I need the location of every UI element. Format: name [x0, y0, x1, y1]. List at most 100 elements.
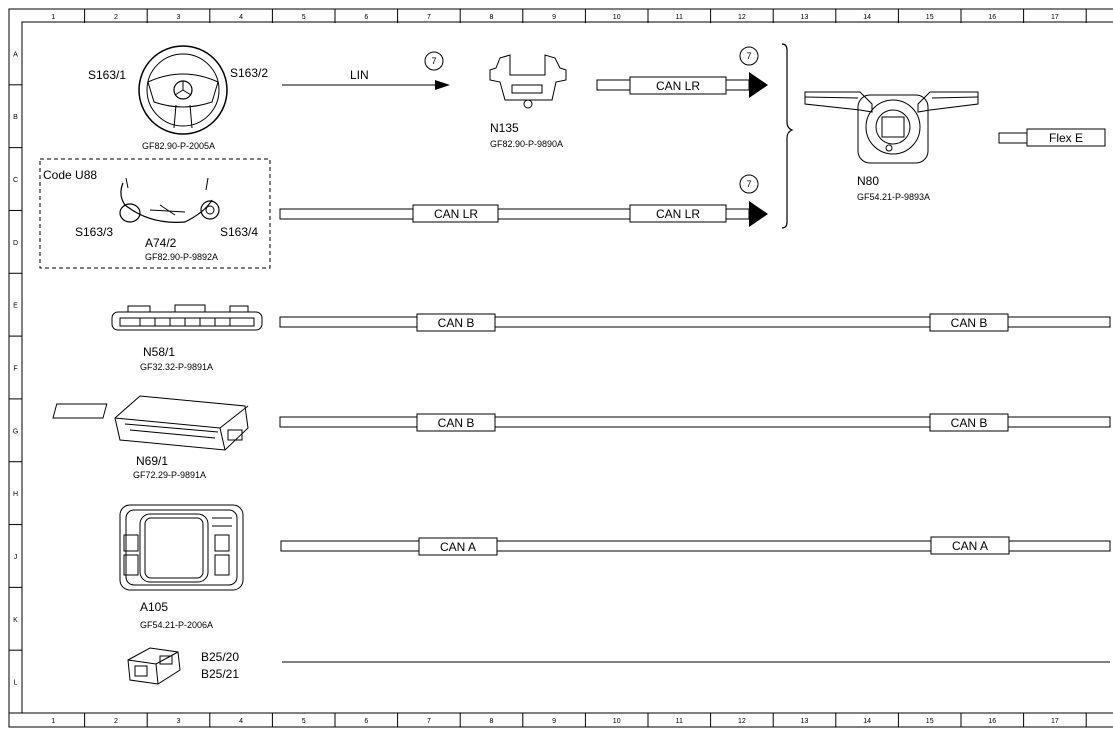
- grid-row-label: E: [13, 303, 18, 310]
- grid-column-label: 11: [676, 14, 683, 21]
- grid-column-markers: 1122334455667788991010111112121313141415…: [51, 9, 1087, 727]
- label-n69-1: N69/1: [136, 454, 168, 468]
- grid-row-label: A: [13, 51, 18, 58]
- grid-column-label: 14: [863, 718, 871, 725]
- grid-column-label: 10: [613, 14, 621, 21]
- label-can-b-2a: CAN B: [438, 416, 475, 430]
- can-lr-tag-middle-1: [412, 204, 499, 223]
- grid-row-label: L: [14, 680, 18, 687]
- ref-number-middle: 7: [746, 179, 751, 189]
- grid-column-label: 12: [738, 14, 746, 21]
- doc-n69-1: GF72.29-P-9891A: [133, 470, 206, 480]
- grid-column-label: 2: [114, 718, 118, 725]
- grid-column-label: 13: [801, 718, 809, 725]
- grid-column-label: 5: [302, 14, 306, 21]
- grid-column-label: 13: [801, 14, 809, 21]
- grid-column-label: 14: [863, 14, 871, 21]
- grid-row-label: J: [14, 554, 18, 561]
- grid-column-label: 8: [490, 14, 494, 21]
- grid-column-label: 3: [177, 718, 181, 725]
- frame-outer: [8, 8, 1113, 728]
- ref-circle-middle: [739, 174, 759, 194]
- grid-column-label: 9: [552, 718, 556, 725]
- grid-row-label: B: [13, 114, 18, 121]
- label-can-a-1: CAN A: [440, 540, 476, 554]
- grid-column-label: 9: [552, 14, 556, 21]
- label-can-lr-middle-1: CAN LR: [434, 207, 478, 221]
- grid-row-label: G: [13, 428, 18, 435]
- grid-column-label: 8: [490, 718, 494, 725]
- label-lin: LIN: [350, 68, 369, 82]
- label-can-a-2: CAN A: [952, 539, 988, 553]
- can-a-tag-1: [418, 537, 498, 556]
- grid-column-label: 15: [926, 718, 934, 725]
- can-b-tag-2a: [416, 413, 496, 432]
- grid-column-label: 7: [427, 14, 431, 21]
- label-s163-2: S163/2: [230, 66, 268, 80]
- grid-column-label: 1: [51, 14, 55, 21]
- can-b-tag-1a: [416, 313, 496, 332]
- grid-column-label: 11: [676, 718, 683, 725]
- grid-row-label: F: [13, 366, 17, 373]
- label-b25-21: B25/21: [201, 667, 239, 681]
- can-b-bus-1: [279, 316, 1111, 328]
- n80-module-icon: [804, 91, 979, 164]
- grid-column-label: 4: [239, 718, 243, 725]
- grid-row-label: C: [13, 177, 18, 184]
- grid-column-label: 4: [239, 14, 243, 21]
- label-can-b-1a: CAN B: [438, 316, 475, 330]
- grid-row-label: H: [13, 491, 18, 498]
- label-code-u88: Code U88: [43, 168, 97, 182]
- a105-module-icon: [119, 504, 244, 591]
- n135-module-icon: [489, 54, 567, 109]
- doc-a105: GF54.21-P-2006A: [140, 620, 213, 630]
- optional-equipment-box: [39, 158, 271, 269]
- doc-n135: GF82.90-P-9890A: [490, 139, 563, 149]
- can-b-bus-2: [279, 416, 1111, 428]
- label-can-lr-middle-2: CAN LR: [656, 207, 700, 221]
- grid-column-label: 5: [302, 718, 306, 725]
- grid-row-label: D: [13, 240, 18, 247]
- label-n80: N80: [857, 174, 879, 188]
- label-n135: N135: [490, 121, 519, 135]
- frame-inner: [21, 21, 1113, 714]
- n69-1-module-icon: [52, 395, 249, 451]
- b25-sensor-icon: [127, 647, 181, 685]
- can-lr-arrowhead-top: [749, 72, 768, 98]
- doc-n80: GF54.21-P-9893A: [857, 192, 930, 202]
- ref-circle-lin: [424, 51, 444, 71]
- grid-column-label: 10: [613, 718, 621, 725]
- bracket: [781, 43, 794, 229]
- label-s163-1: S163/1: [88, 68, 126, 82]
- can-a-bus: [280, 540, 1111, 552]
- can-lr-tag-top: [629, 76, 727, 95]
- flex-e-tag: [1026, 128, 1106, 147]
- can-lr-tag-middle-2: [629, 204, 727, 223]
- label-can-b-2b: CAN B: [951, 416, 988, 430]
- grid-column-label: 6: [364, 718, 368, 725]
- can-b-tag-2b: [929, 413, 1009, 432]
- grid-column-label: 17: [1051, 14, 1059, 21]
- shift-paddles-icon: [119, 177, 220, 223]
- grid-column-label: 1: [51, 718, 55, 725]
- label-s163-4: S163/4: [220, 225, 258, 239]
- label-b25-20: B25/20: [201, 650, 239, 664]
- grid-column-label: 16: [988, 718, 996, 725]
- can-b-tag-1b: [929, 313, 1009, 332]
- steering-wheel-icon: [138, 45, 228, 135]
- ref-circle-top: [739, 46, 759, 66]
- doc-a74-2: GF82.90-P-9892A: [145, 252, 218, 262]
- ref-number-lin: 7: [431, 56, 436, 66]
- grid-column-label: 15: [926, 14, 934, 21]
- label-n58-1: N58/1: [143, 345, 175, 359]
- grid-column-label: 2: [114, 14, 118, 21]
- doc-n58-1: GF32.32-P-9891A: [140, 362, 213, 372]
- grid-column-label: 12: [738, 718, 746, 725]
- ref-number-top: 7: [746, 51, 751, 61]
- label-a74-2: A74/2: [145, 236, 177, 250]
- label-can-lr-top: CAN LR: [656, 79, 700, 93]
- label-flex-e: Flex E: [1049, 131, 1083, 145]
- label-s163-3: S163/3: [75, 225, 113, 239]
